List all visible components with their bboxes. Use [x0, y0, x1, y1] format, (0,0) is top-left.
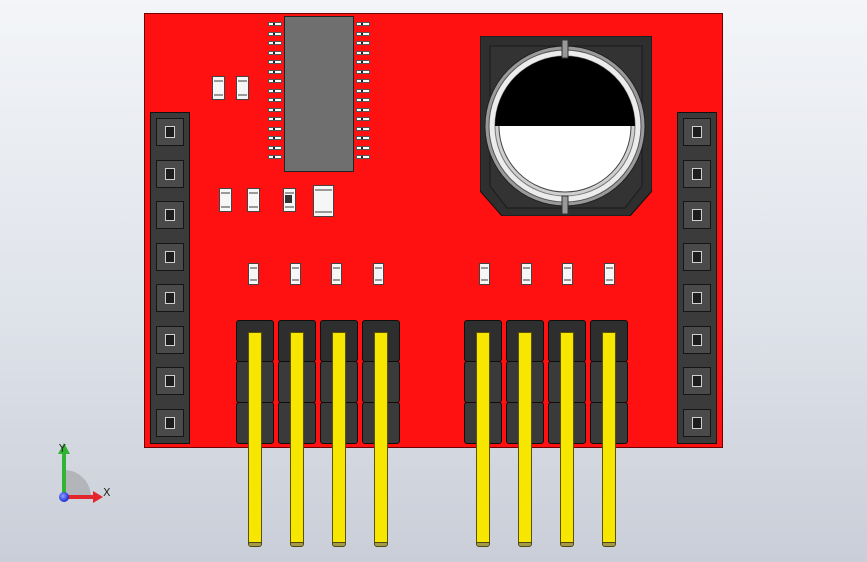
gold-pin[interactable]: [476, 332, 490, 543]
ic-pin: [356, 88, 370, 93]
smd-resistor[interactable]: [373, 263, 384, 285]
gold-pin-tip: [602, 542, 616, 547]
ic-pin: [268, 155, 282, 159]
ic-pin: [356, 107, 370, 112]
ic-pin: [356, 145, 370, 150]
gold-pin[interactable]: [248, 332, 262, 543]
header-socket: [156, 118, 184, 146]
header-socket: [156, 201, 184, 229]
coordinate-triad: Y X: [45, 440, 120, 510]
gold-pin-tip: [560, 542, 574, 547]
header-socket: [156, 325, 184, 354]
ic-pin: [356, 98, 370, 102]
smd-resistor[interactable]: [331, 263, 342, 285]
smd-resistor[interactable]: [212, 76, 225, 100]
smd-diode[interactable]: [283, 188, 296, 212]
smd-resistor[interactable]: [562, 263, 573, 285]
header-socket: [683, 408, 711, 437]
ic-pin: [356, 155, 370, 159]
ic-pin: [268, 136, 282, 140]
ic-pin: [356, 41, 370, 45]
ic-pin: [268, 60, 282, 64]
ic-pin: [356, 50, 370, 55]
female-header-left[interactable]: [150, 112, 190, 444]
ic-pin: [268, 41, 282, 45]
smd-capacitor[interactable]: [313, 185, 334, 217]
female-header-right[interactable]: [677, 112, 717, 444]
smd-resistor[interactable]: [236, 76, 249, 100]
ic-pin: [268, 50, 282, 55]
smd-resistor[interactable]: [290, 263, 301, 285]
ic-pin: [356, 126, 370, 131]
ic-pin: [356, 22, 370, 26]
ic-pin: [268, 126, 282, 131]
coin-cell-battery-holder[interactable]: [480, 36, 652, 216]
header-socket: [156, 242, 184, 271]
ic-pin: [268, 31, 282, 36]
ic-pin: [356, 31, 370, 36]
header-socket: [156, 284, 184, 312]
gold-pin[interactable]: [374, 332, 388, 543]
gold-pin[interactable]: [602, 332, 616, 543]
x-axis-label: X: [103, 486, 111, 499]
gold-pin-tip: [518, 542, 532, 547]
ic-pin: [268, 145, 282, 150]
gold-pin-tip: [332, 542, 346, 547]
y-axis-label: Y: [59, 442, 66, 455]
ic-pin: [268, 69, 282, 74]
smd-resistor[interactable]: [521, 263, 532, 285]
ic-pin: [268, 79, 282, 83]
header-socket: [683, 325, 711, 354]
ic-pin: [356, 117, 370, 121]
gold-pin[interactable]: [560, 332, 574, 543]
header-socket: [156, 367, 184, 395]
smd-resistor[interactable]: [247, 188, 260, 212]
gold-pin-tip: [374, 542, 388, 547]
gold-pin[interactable]: [332, 332, 346, 543]
gold-pin[interactable]: [518, 332, 532, 543]
header-socket: [683, 242, 711, 271]
ic-chip-body: [284, 16, 354, 172]
ic-pin: [356, 136, 370, 140]
gold-pin-tip: [248, 542, 262, 547]
smd-resistor[interactable]: [219, 188, 232, 212]
ic-pin: [268, 107, 282, 112]
smd-resistor[interactable]: [604, 263, 615, 285]
ic-pin: [356, 60, 370, 64]
header-socket: [683, 201, 711, 229]
ic-pin: [268, 98, 282, 102]
ic-pin: [268, 117, 282, 121]
smd-resistor[interactable]: [248, 263, 259, 285]
gold-pin-tip: [476, 542, 490, 547]
header-socket: [156, 408, 184, 437]
ic-pin: [356, 79, 370, 83]
header-socket: [683, 159, 711, 188]
header-socket: [683, 284, 711, 312]
ic-pin: [268, 88, 282, 93]
gold-pin[interactable]: [290, 332, 304, 543]
ic-pin: [356, 69, 370, 74]
header-socket: [156, 159, 184, 188]
header-socket: [683, 367, 711, 395]
smd-resistor[interactable]: [479, 263, 490, 285]
ic-pin: [268, 22, 282, 26]
gold-pin-tip: [290, 542, 304, 547]
header-socket: [683, 118, 711, 146]
